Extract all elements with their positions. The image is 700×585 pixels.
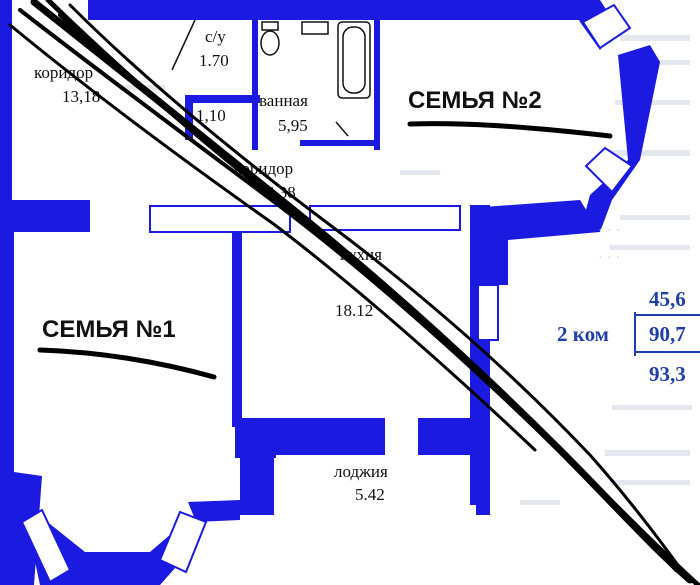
door-gap-kitchen: [309, 205, 461, 231]
window-bay-top-right-1: [581, 3, 632, 50]
loggia-area: 5.42: [355, 485, 385, 504]
wall-left-corner: [0, 200, 90, 232]
corridor-top-area: 13,18: [62, 87, 100, 106]
wall-bay-bottom: [30, 520, 200, 585]
wall-kitchen-right-step: [470, 200, 600, 285]
walls: [0, 0, 660, 585]
wc-area: 1.70: [199, 51, 229, 70]
svg-text:· · ·: · · ·: [598, 223, 621, 239]
bathroom-area: 5,95: [278, 116, 308, 135]
window-bay-bottom-1: [20, 508, 72, 584]
wall-bath-right: [374, 10, 380, 150]
wall-kitchen-right: [470, 205, 490, 505]
fraction-bar-3: [634, 312, 636, 356]
wall-bay-right-lower: [580, 160, 640, 232]
bathtub-icon: [337, 21, 371, 99]
wc-name: с/у: [205, 27, 226, 46]
fraction-bar-2: [636, 351, 700, 353]
family-1-label: СЕМЬЯ №1: [42, 316, 176, 343]
window-kitchen: [477, 284, 499, 341]
door-swing-bath: [335, 121, 349, 137]
total-with-loggia: 93,3: [649, 362, 686, 386]
rooms-count: 2 ком: [557, 322, 609, 346]
wall-left-lower: [0, 232, 14, 477]
cross-out-scribble: [8, 0, 700, 585]
living-area: 45,6: [649, 287, 686, 311]
background-texture: [120, 35, 692, 505]
wall-top: [88, 0, 600, 20]
svg-text:· · ·: · · ·: [598, 250, 621, 266]
fraction-bar-1: [636, 314, 700, 316]
wall-bay-right: [618, 45, 660, 160]
wall-loggia-left: [262, 448, 274, 515]
openings: [20, 3, 634, 584]
family-2-label: СЕМЬЯ №2: [408, 87, 542, 114]
total-area: 90,7: [649, 322, 686, 346]
wall-corridor-divider: [185, 95, 260, 103]
wall-bath-left: [252, 0, 258, 150]
toilet-icon: [260, 21, 280, 56]
wall-bath-bottom: [300, 140, 380, 146]
loggia-name: лоджия: [334, 462, 388, 481]
fixtures: [171, 19, 371, 137]
window-bay-bottom-2: [158, 510, 208, 574]
wall-bay-bottom-right: [188, 500, 240, 522]
wall-closet-left: [185, 95, 193, 140]
kitchen-area: 18.12: [335, 301, 373, 320]
closet-area: 1,10: [196, 106, 226, 125]
sink-icon: [301, 21, 329, 35]
wall-left-upper: [0, 0, 12, 232]
wall-partition-room1: [232, 232, 242, 427]
faint-labels: · · · · · ·: [598, 223, 621, 266]
plan-summary: 2 ком 45,6 90,7 93,3: [557, 287, 700, 386]
family-2-underline: [407, 121, 613, 139]
window-bay-top-right-2: [584, 146, 634, 194]
wall-loggia-corner-left: [240, 418, 385, 455]
family-1-underline: [37, 347, 217, 380]
wall-bay-bottom-left: [0, 470, 42, 585]
bathroom-name: ванная: [259, 91, 308, 110]
door-swing-wc: [171, 19, 196, 71]
corridor-top-name: коридор: [34, 63, 93, 82]
